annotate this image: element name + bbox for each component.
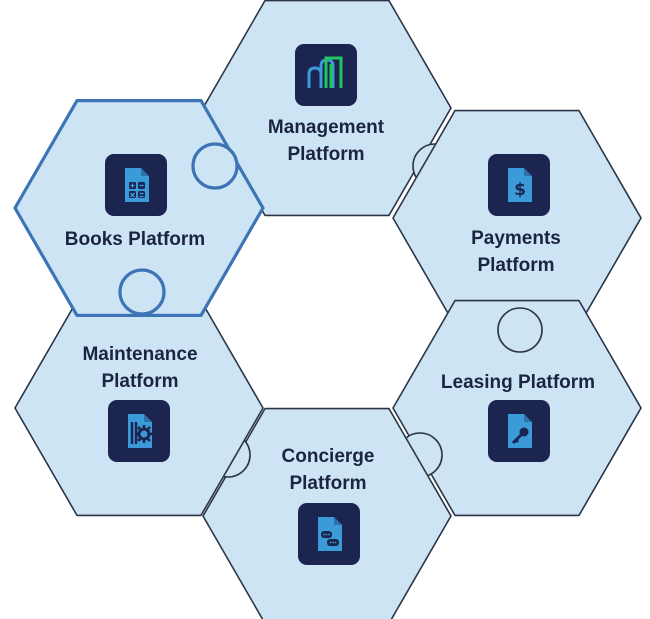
gear-document-icon bbox=[108, 400, 170, 462]
books-puzzle-tab-1 bbox=[118, 268, 166, 316]
leasing-puzzle-tab-0 bbox=[497, 307, 543, 353]
payments-platform-label: Payments Platform bbox=[471, 225, 561, 279]
books-label-line-1: Books Platform bbox=[64, 229, 206, 250]
concierge-platform-label: Concierge Platform bbox=[282, 443, 375, 497]
payments-label-line-2: Platform bbox=[477, 255, 555, 276]
management-label-line-1: Management bbox=[267, 117, 385, 138]
concierge-label-line-2: Platform bbox=[289, 473, 367, 494]
svg-text:$: $ bbox=[514, 180, 526, 200]
chat-document-icon bbox=[298, 503, 360, 565]
books-puzzle-tab-0 bbox=[191, 142, 239, 190]
payments-label-line-1: Payments bbox=[471, 228, 561, 249]
concierge-label-line-1: Concierge bbox=[281, 446, 375, 467]
dollar-document-icon: $ bbox=[488, 154, 550, 216]
calculator-document-icon bbox=[105, 154, 167, 216]
leasing-label-line-1: Leasing Platform bbox=[440, 372, 596, 393]
maintenance-label-line-2: Platform bbox=[101, 371, 179, 392]
key-document-icon bbox=[488, 400, 550, 462]
management-platform-label: Management Platform bbox=[268, 114, 384, 168]
maintenance-label-line-1: Maintenance bbox=[82, 344, 198, 365]
maintenance-platform-label: Maintenance Platform bbox=[82, 341, 197, 395]
management-label-line-2: Platform bbox=[287, 144, 365, 165]
buildings-icon bbox=[295, 44, 357, 106]
leasing-platform-label: Leasing Platform bbox=[441, 369, 595, 396]
books-platform-label: Books Platform bbox=[65, 226, 205, 253]
